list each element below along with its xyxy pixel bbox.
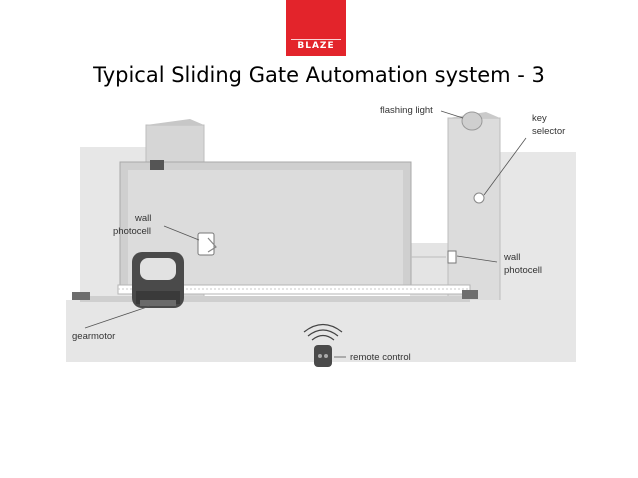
label-key-selector-line2: selector bbox=[532, 126, 565, 137]
leader-right-photocell bbox=[456, 255, 498, 263]
gearmotor-icon bbox=[132, 252, 184, 308]
label-left-photocell-line2: photocell bbox=[113, 226, 151, 237]
right-photocell-icon bbox=[447, 250, 457, 264]
leader-key-selector bbox=[483, 137, 527, 196]
logo-text: BLAZE bbox=[297, 41, 335, 51]
label-remote-control: remote control bbox=[350, 352, 411, 363]
logo-rule bbox=[291, 39, 341, 40]
flashing-light-icon bbox=[461, 111, 483, 131]
label-flashing-light: flashing light bbox=[380, 105, 433, 116]
label-right-photocell-line1: wall bbox=[503, 252, 520, 263]
blaze-logo: BLAZE bbox=[286, 0, 346, 56]
key-selector-icon bbox=[473, 192, 485, 204]
gate-guide bbox=[150, 160, 164, 170]
leader-gearmotor bbox=[84, 305, 151, 329]
left-pillar-top bbox=[146, 119, 204, 125]
label-left-photocell-line1: wall bbox=[134, 213, 151, 224]
left-photocell-icon bbox=[197, 232, 215, 256]
right-pillar bbox=[447, 117, 501, 305]
label-right-photocell-line2: photocell bbox=[504, 265, 542, 276]
remote-control-icon bbox=[303, 323, 343, 367]
label-gearmotor: gearmotor bbox=[72, 331, 115, 342]
right-stopper bbox=[462, 290, 478, 299]
leader-flashing-light bbox=[440, 110, 464, 119]
right-wall bbox=[500, 152, 576, 302]
label-key-selector-line1: key bbox=[532, 113, 547, 124]
left-stopper bbox=[72, 292, 90, 300]
leader-left-photocell bbox=[163, 225, 200, 241]
slide-title: Typical Sliding Gate Automation system -… bbox=[93, 63, 545, 87]
photocell-arrow bbox=[207, 237, 217, 253]
ground-edge bbox=[80, 296, 470, 302]
